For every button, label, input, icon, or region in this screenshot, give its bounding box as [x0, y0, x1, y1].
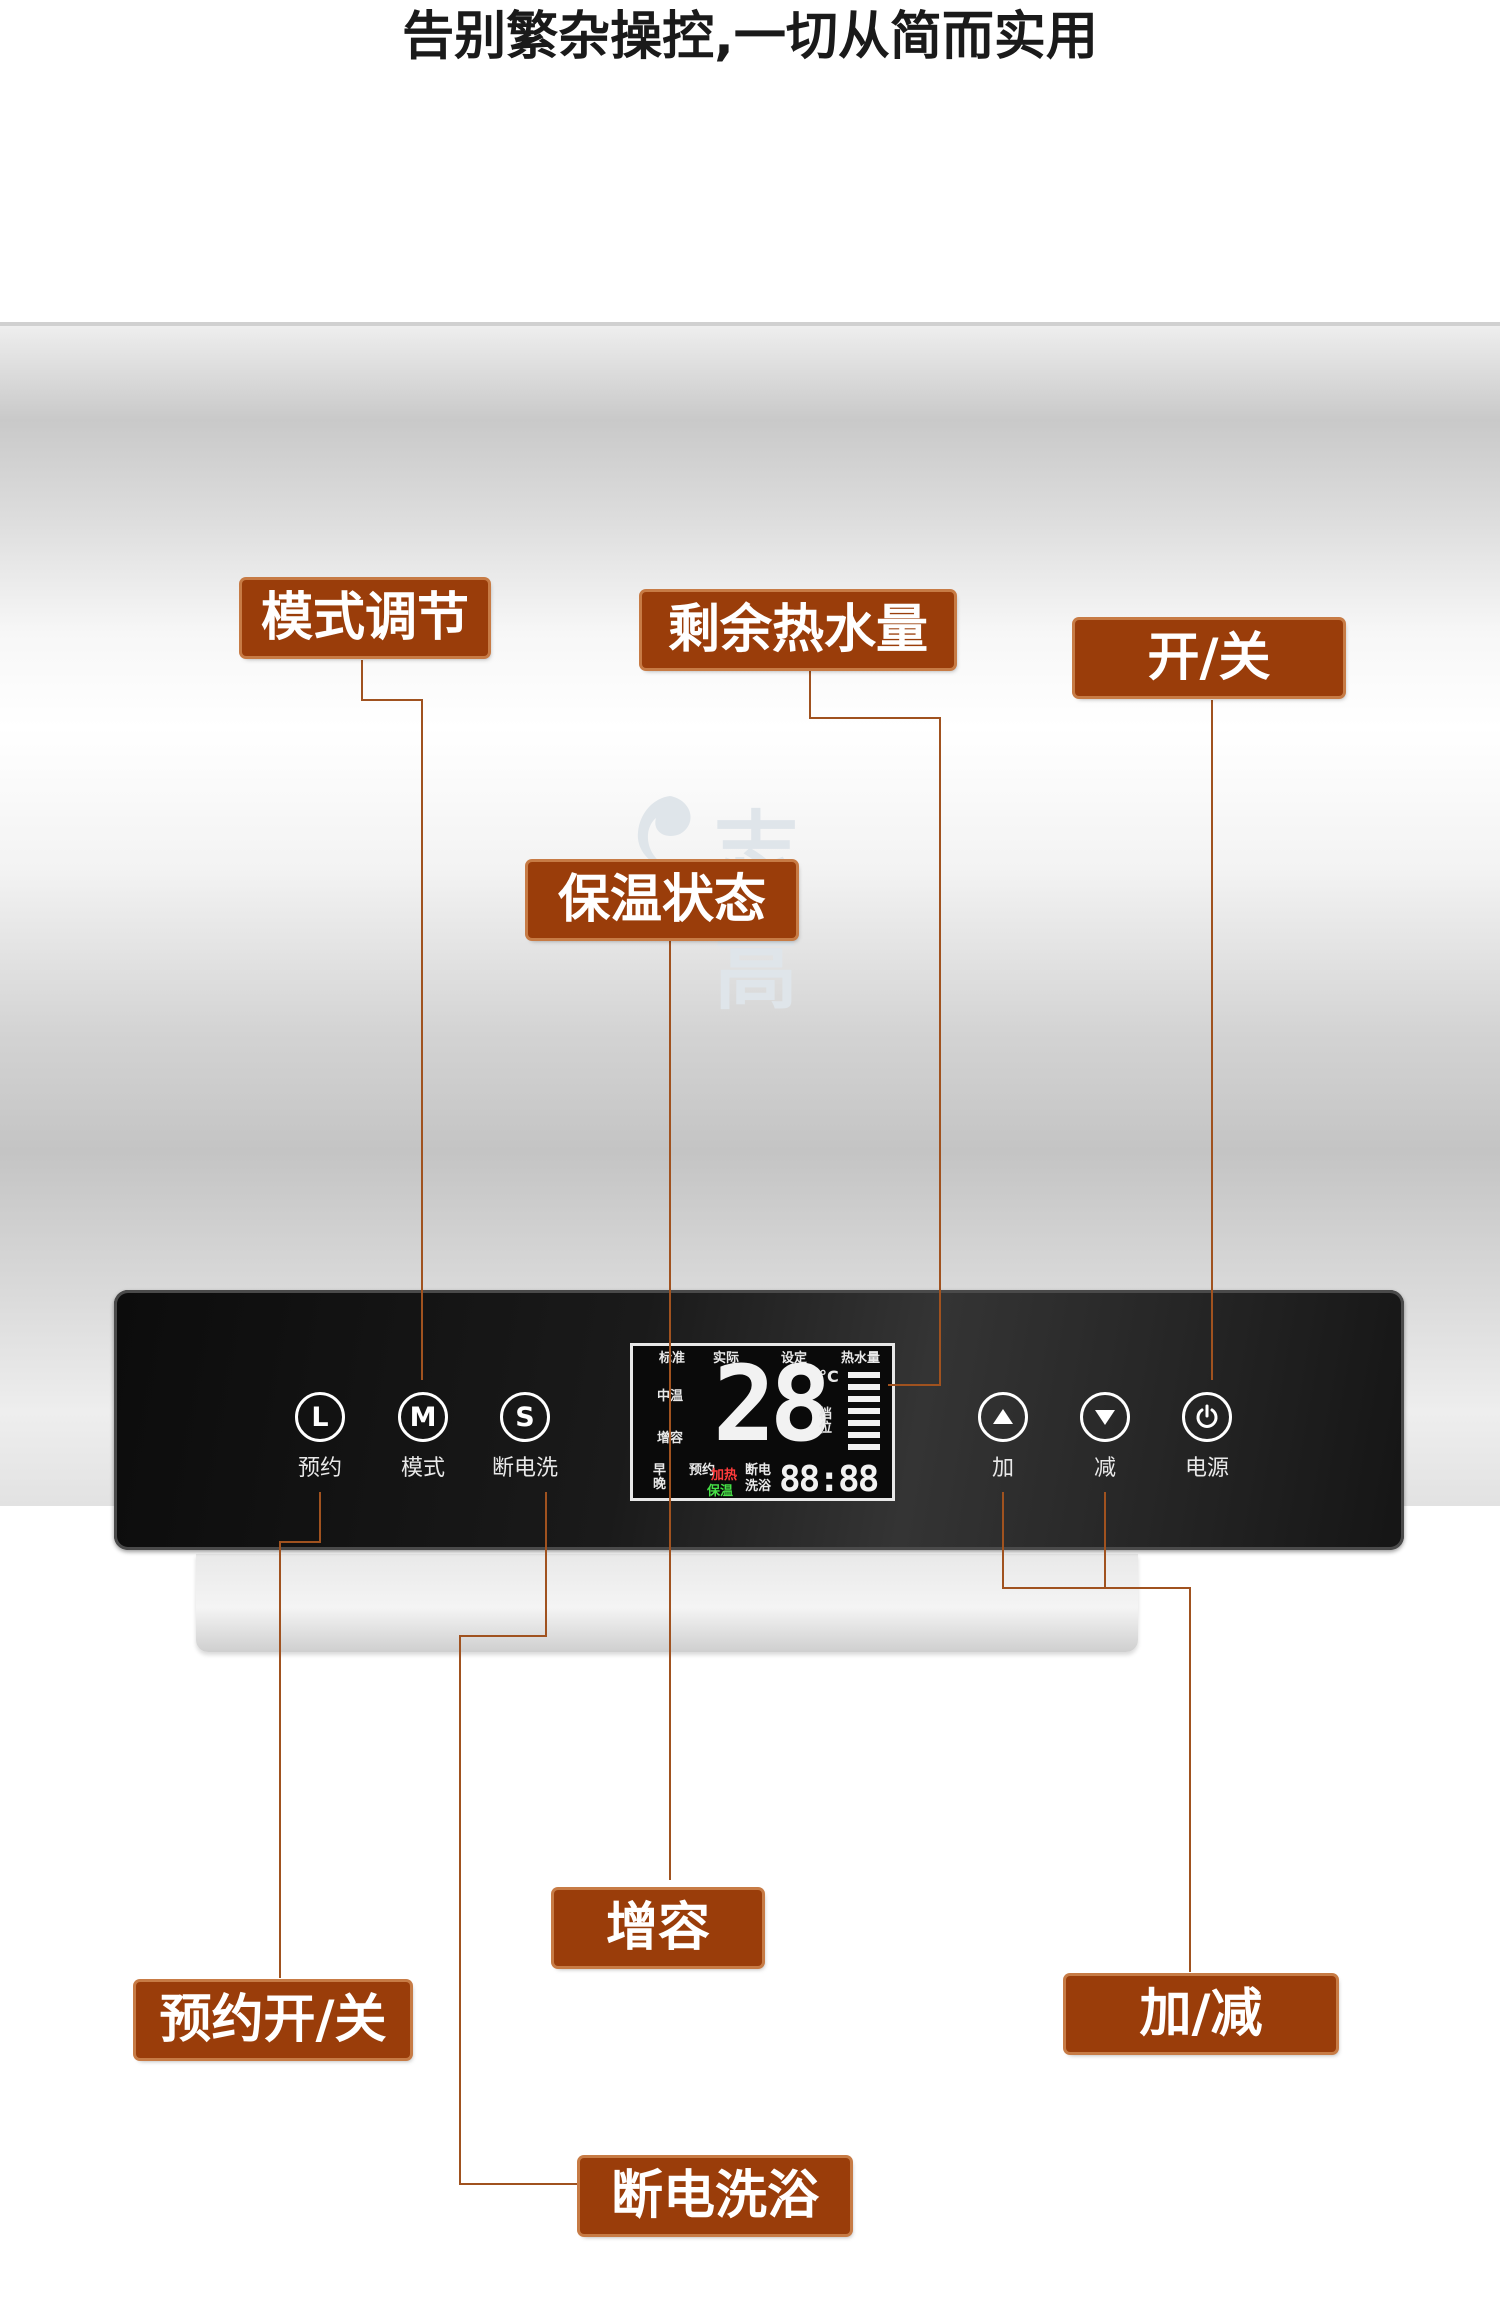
mode-button[interactable]: M 模式: [368, 1392, 478, 1522]
plus-button-label: 加: [991, 1456, 1014, 1481]
power-icon: [1182, 1392, 1232, 1442]
callout-on-off: 开/关: [1075, 620, 1343, 696]
water-level-bar: [848, 1408, 880, 1414]
mounting-bracket: [196, 1554, 1138, 1652]
lcd-display: 标准 实际 设定 热水量 中温 增容 28 °C 档位 早晚 预约 加热 保温 …: [630, 1343, 895, 1501]
callout-mode-adjust: 模式调节: [242, 580, 488, 656]
power-button-label: 电源: [1184, 1456, 1229, 1481]
page-heading: 告别繁杂操控,一切从简而实用: [402, 7, 1098, 67]
display-label-setting: 设定: [781, 1351, 808, 1366]
display-temperature: 28: [713, 1343, 832, 1465]
water-level-bar: [848, 1396, 880, 1402]
leader-line-mode: [361, 660, 423, 1380]
display-clock: 88:88: [779, 1459, 879, 1500]
display-label-morning-evening: 早晚: [653, 1463, 667, 1492]
water-level-bar: [848, 1432, 880, 1438]
brand-swirl-icon: [637, 796, 691, 868]
arrow-up-icon: [978, 1392, 1028, 1442]
water-level-bar: [848, 1372, 880, 1378]
leader-line-power-off-wash: [459, 1492, 578, 2185]
leader-line-plus: [1002, 1492, 1191, 1972]
s-icon: S: [500, 1392, 550, 1442]
leader-line-hot-water: [809, 670, 941, 1386]
display-label-heating: 加热: [711, 1468, 738, 1483]
callout-capacity-increase: 增容: [554, 1890, 762, 1966]
water-level-bar: [848, 1384, 880, 1390]
display-label-gear: 档位: [819, 1407, 833, 1436]
mode-icon: M: [398, 1392, 448, 1442]
plus-button[interactable]: 加: [948, 1392, 1058, 1522]
mode-button-label: 模式: [400, 1456, 445, 1481]
water-level-bar: [848, 1420, 880, 1426]
power-button[interactable]: 电源: [1152, 1392, 1262, 1522]
minus-button-label: 减: [1093, 1456, 1116, 1481]
display-label-bath: 洗浴: [745, 1479, 772, 1494]
callout-plus-minus: 加/减: [1066, 1976, 1336, 2052]
display-label-actual: 实际: [713, 1351, 740, 1366]
callout-reserve-on-off: 预约开/关: [136, 1982, 410, 2058]
power-off-wash-button-label: 断电洗: [491, 1456, 558, 1481]
display-label-keep-warm: 保温: [707, 1484, 734, 1499]
display-label-standard: 标准: [659, 1351, 686, 1366]
display-label-reserve: 预约: [689, 1463, 716, 1478]
minus-button[interactable]: 减: [1050, 1392, 1160, 1522]
arrow-down-icon: [1080, 1392, 1130, 1442]
callout-power-off-bath: 断电洗浴: [580, 2158, 850, 2234]
reserve-button-label: 预约: [297, 1456, 342, 1481]
display-unit: °C: [819, 1367, 839, 1386]
power-off-wash-button[interactable]: S 断电洗: [470, 1392, 580, 1522]
callout-remaining-hot-water: 剩余热水量: [642, 592, 954, 668]
display-label-power-off: 断电: [745, 1463, 772, 1478]
water-level-bar: [848, 1444, 880, 1450]
display-label-hot-water: 热水量: [841, 1351, 881, 1366]
reserve-button[interactable]: L 预约: [265, 1392, 375, 1522]
callout-keep-warm-status: 保温状态: [528, 862, 796, 938]
leader-line-reserve: [279, 1492, 321, 1978]
clock-icon: L: [295, 1392, 345, 1442]
